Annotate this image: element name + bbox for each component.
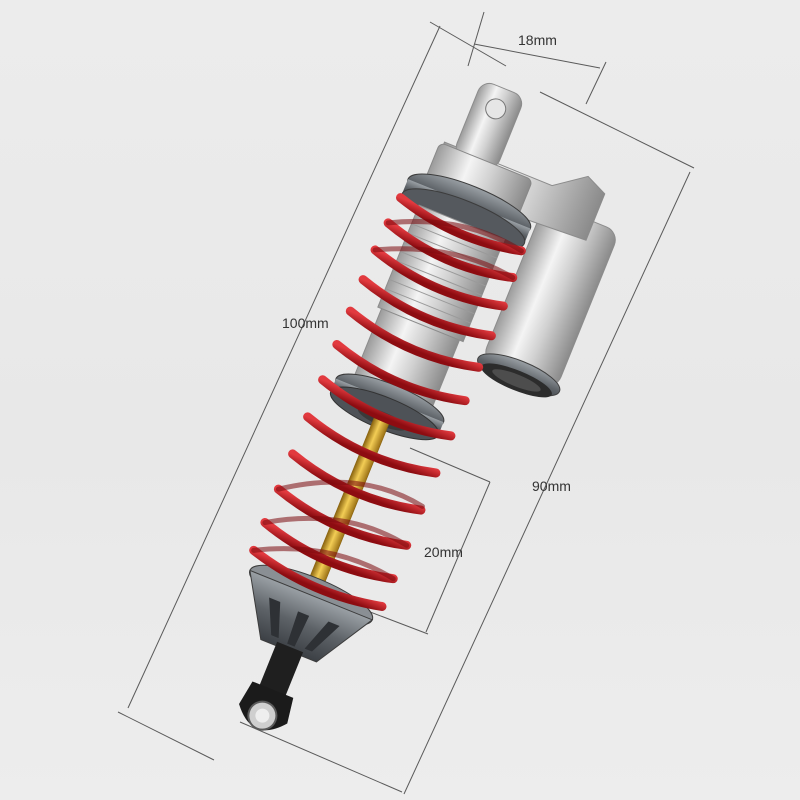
shock-absorber [239,82,616,731]
dim-90mm-label: 90mm [532,478,571,494]
dim-20mm-label: 20mm [424,544,463,560]
dim-90mm-ext-top [539,91,695,169]
dim-100mm-label: 100mm [282,315,329,331]
dim-100mm-ext-top [429,21,507,67]
dim-100mm-line [127,25,441,709]
top-mount [426,82,606,241]
mount-hole [485,98,507,120]
coil-spring [249,193,526,611]
dim-100mm-ext-bottom [117,711,215,761]
dim-18mm-ext-right [585,61,607,105]
dim-90mm-line [403,171,691,795]
coil-spring-back [251,218,524,582]
dim-20mm-line [425,481,491,633]
spring-seat [249,564,374,663]
dim-18mm-line [473,43,601,69]
upper-collar [401,173,532,249]
dim-18mm-label: 18mm [518,32,557,48]
rod-end [239,641,304,731]
dim-90mm-ext-bottom [239,721,403,793]
dim-20mm-ext-top [409,447,491,483]
dim-18mm-ext-left [467,11,485,67]
